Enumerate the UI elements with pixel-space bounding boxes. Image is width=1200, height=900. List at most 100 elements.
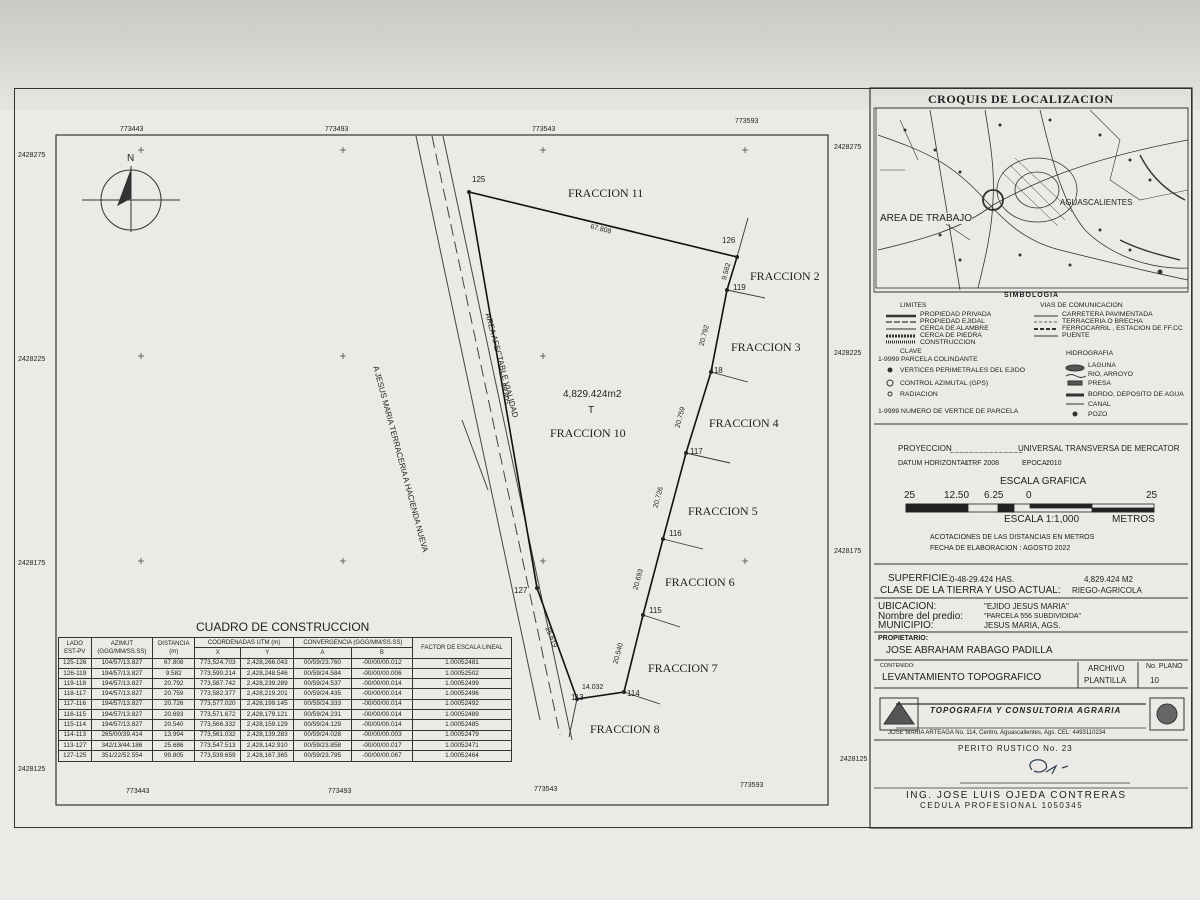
table-title: CUADRO DE CONSTRUCCION xyxy=(196,620,370,634)
clave-label: CLAVE xyxy=(900,348,922,355)
table-cell: 00/59/24.028 xyxy=(292,729,352,741)
fraction-11: FRACCION 11 xyxy=(568,186,644,200)
predio-value: "PARCELA 556 SUBDIVIDIDA" xyxy=(984,613,1082,620)
table-cell: 20.792 xyxy=(152,678,196,690)
legend-right-3: FERROCARRIL , ESTACION DE FF.CC xyxy=(1062,325,1183,332)
scale-tick-4: 0 xyxy=(1026,490,1032,501)
bottom-coord-3: 773543 xyxy=(534,786,558,793)
table-cell: 119-118 xyxy=(58,678,92,690)
panel-border xyxy=(869,87,1193,829)
col-azimut: AZIMUT(GGG/MM/SS.SS) xyxy=(90,637,154,659)
cedula-text: CEDULA PROFESIONAL 1050345 xyxy=(920,801,1084,810)
table-cell: 265/00/39.414 xyxy=(90,729,154,741)
hidro-item-4: BORDO, DEPOSITO DE AGUA xyxy=(1088,391,1184,398)
vertex-127: 127 xyxy=(514,586,528,595)
fecha-text: FECHA DE ELABORACION : AGOSTO 2022 xyxy=(930,545,1071,552)
table-cell: -00/00/00.014 xyxy=(350,678,413,690)
table-cell: 2,428,139.283 xyxy=(240,729,294,741)
top-coord-2: 773493 xyxy=(325,126,349,133)
col-y: Y xyxy=(240,647,294,659)
table-cell: 127-125 xyxy=(58,750,92,762)
table-cell: 194/57/13.827 xyxy=(90,667,154,680)
table-cell: 1.00052499 xyxy=(411,678,513,690)
col-b: B xyxy=(350,647,413,659)
table-cell: 194/57/13.827 xyxy=(90,709,154,721)
vertex-118: 118 xyxy=(710,366,723,375)
table-cell: 1.00052471 xyxy=(411,739,513,752)
clase-label: CLASE DE LA TIERRA Y USO ACTUAL: xyxy=(880,585,1061,596)
ubicacion-value: "EJIDO JESUS MARIA" xyxy=(984,602,1069,611)
table-cell: 00/59/23.858 xyxy=(292,739,352,752)
proyeccion-dashes: _______________ xyxy=(950,446,1024,453)
table-cell: 351/22/52.554 xyxy=(90,750,154,762)
company-address: JOSE MARIA ARTEAGA No. 114, Centro, Agua… xyxy=(888,730,1106,736)
scale-tick-2: 12.50 xyxy=(944,490,970,501)
table-cell: 2,428,199.145 xyxy=(240,698,294,711)
table-cell: 773,590.214 xyxy=(194,667,242,680)
right-coord-2: 2428225 xyxy=(834,350,862,357)
table-cell: 773,582.377 xyxy=(194,688,242,700)
table-cell: 00/59/23.760 xyxy=(292,657,352,669)
left-coord-4: 2428125 xyxy=(18,766,46,773)
table-cell: -00/00/00.014 xyxy=(350,688,413,700)
fraction-division-lines xyxy=(568,217,766,738)
table-cell: 773,577.020 xyxy=(194,698,242,711)
plano-value: 10 xyxy=(1150,676,1159,685)
table-cell: 126-119 xyxy=(58,667,92,680)
escala-label: ESCALA 1:1,000 xyxy=(1004,514,1080,525)
table-cell: 116-115 xyxy=(58,709,92,721)
acotaciones-text: ACOTACIONES DE LAS DISTANCIAS EN METROS xyxy=(930,534,1095,541)
hidro-item-2: RIO, ARROYO xyxy=(1088,371,1133,378)
table-cell: 2,428,167.365 xyxy=(240,750,294,762)
table-cell: 125-126 xyxy=(58,657,92,669)
hidro-item-5: CANAL xyxy=(1088,401,1111,408)
table-cell: 00/59/24.584 xyxy=(292,667,352,680)
col-distancia: DISTANCIA(m) xyxy=(152,637,196,659)
table-cell: 1.00052489 xyxy=(411,709,513,721)
superficie-label: SUPERFICIE: xyxy=(888,573,951,584)
municipio-label: MUNICIPIO: xyxy=(878,620,934,631)
table-cell: -00/00/00.014 xyxy=(350,709,413,721)
legend-left-5: CONSTRUCCION xyxy=(920,339,976,346)
clase-value: RIEGO-AGRICOLA xyxy=(1072,586,1142,595)
col-factor: FACTOR DE ESCALA LINEAL xyxy=(411,637,513,659)
table-cell: 67.808 xyxy=(152,657,196,669)
col-convergencia: CONVERGENCIA (GGG/MM/SS.SS) xyxy=(292,636,413,649)
table-cell: 773,539.659 xyxy=(194,750,242,762)
proyeccion-label: PROYECCION xyxy=(898,444,952,453)
archivo-value: PLANTILLA xyxy=(1084,676,1127,685)
vertex-125: 125 xyxy=(472,175,486,184)
legend-right-4: PUENTE xyxy=(1062,332,1090,339)
location-sketch xyxy=(875,107,1189,291)
table-cell: 00/59/24.537 xyxy=(292,678,352,690)
right-coord-3: 2428175 xyxy=(834,548,862,555)
plano-label: No. PLANO xyxy=(1146,663,1183,670)
table-cell: 2,428,179.121 xyxy=(240,709,294,721)
graphic-scale xyxy=(905,503,1155,513)
signature xyxy=(1029,759,1069,775)
datum-value: ITRF 2008 xyxy=(966,460,1000,467)
table-cell: 114-113 xyxy=(58,729,92,741)
vertex-119: 119 xyxy=(733,283,746,292)
vias-label: VIAS DE COMUNICACION xyxy=(1040,302,1123,309)
scale-tick-5: 25 xyxy=(1146,490,1158,501)
col-x: X xyxy=(194,647,242,659)
legend-left-2: PROPIEDAD EJIDAL xyxy=(920,318,985,325)
table-cell: 773,547.513 xyxy=(194,739,242,752)
table-cell: 2,428,159.129 xyxy=(240,719,294,731)
table-cell: -00/00/00.003 xyxy=(350,729,413,741)
grid-marks xyxy=(138,147,748,564)
bottom-coord-4: 773593 xyxy=(740,782,764,789)
hidro-item-1: LAGUNA xyxy=(1088,362,1116,369)
vertex-113: 113 xyxy=(571,693,584,702)
legend-left-4: CERCA DE PIEDRA xyxy=(920,332,982,339)
simbologia-title: SIMBOLOGIA xyxy=(1004,292,1060,299)
table-cell: -00/00/00.014 xyxy=(350,719,413,731)
table-cell: 115-114 xyxy=(58,719,92,731)
table-cell: 773,571.672 xyxy=(194,709,242,721)
legend-right-2: TERRACERIA O BRECHA xyxy=(1062,318,1143,325)
table-cell: 99.805 xyxy=(152,750,196,762)
